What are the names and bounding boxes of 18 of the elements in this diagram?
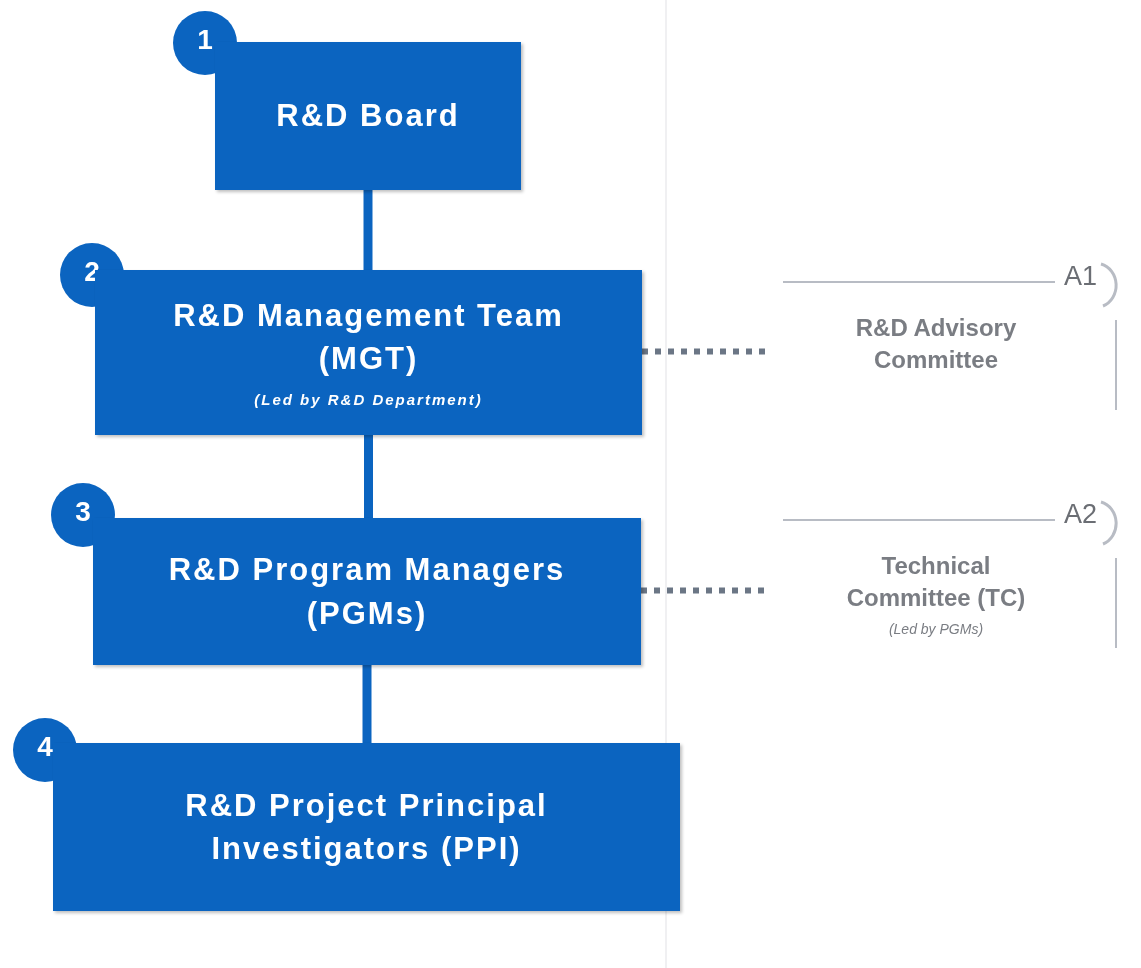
- connector-line: [363, 190, 373, 270]
- committee-name: Technical Committee (TC): [845, 551, 1027, 614]
- committee-note: (Led by PGMs): [888, 619, 984, 639]
- org-box: [215, 42, 521, 190]
- committee-code: A2: [1064, 501, 1098, 528]
- committee-name: R&D Advisory Committee: [854, 313, 1018, 376]
- box-title: R&D Board: [276, 97, 460, 136]
- connector-line: [362, 665, 372, 743]
- box-title: R&D Management Team (MGT): [172, 296, 565, 379]
- dotted-connector: [642, 348, 766, 355]
- connector-line: [364, 435, 373, 518]
- box-title: R&D Project Principal Investigators (PPI): [184, 786, 549, 868]
- committee-code: A1: [1064, 263, 1098, 290]
- box-subtitle: (Led by R&D Department): [254, 389, 483, 410]
- dotted-connector: [641, 587, 766, 594]
- org-box: [93, 518, 641, 665]
- org-box: [53, 743, 680, 911]
- box-title: R&D Program Managers (PGMs): [167, 551, 567, 633]
